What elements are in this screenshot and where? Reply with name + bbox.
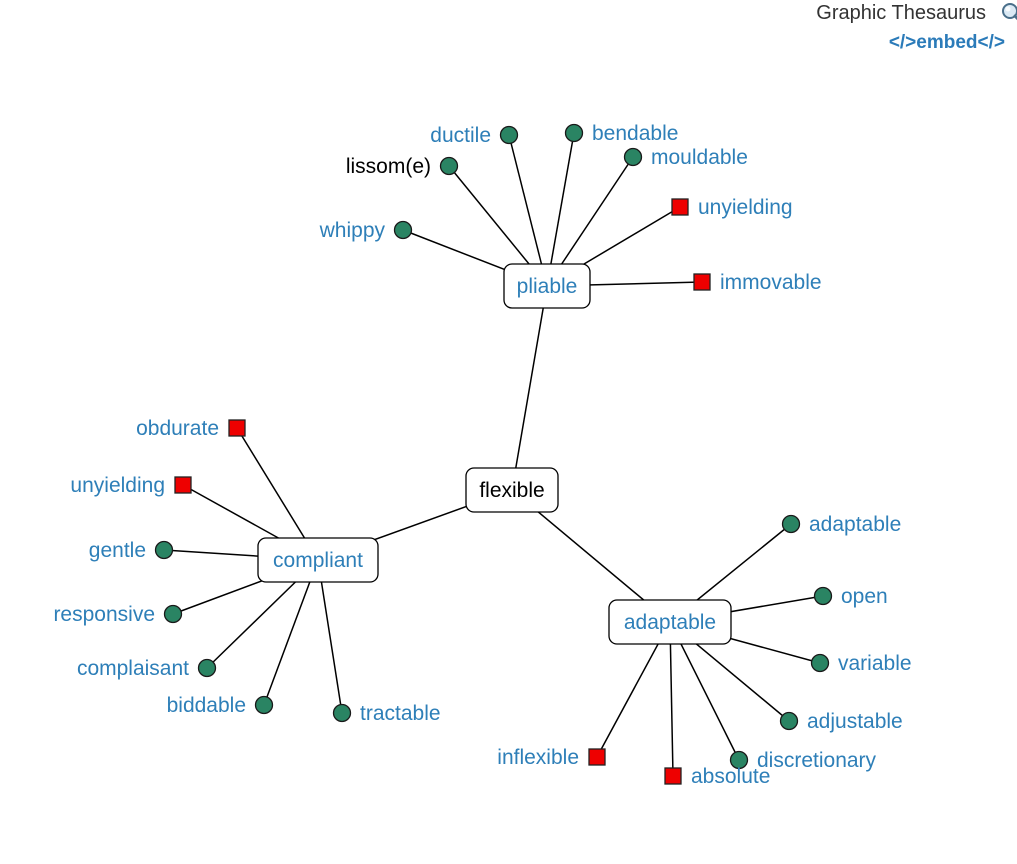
synonym-dot-icon[interactable]	[254, 695, 274, 715]
node-box[interactable]	[465, 467, 559, 513]
synonym-dot-icon[interactable]	[779, 711, 799, 731]
edge-compliant-6	[317, 559, 343, 714]
edge-compliant-5	[263, 559, 319, 706]
synonym-dot-icon[interactable]	[393, 220, 413, 240]
synonym-dot-icon[interactable]	[499, 125, 519, 145]
word-label[interactable]: unyielding	[70, 474, 165, 497]
edges-layer	[163, 132, 824, 777]
word-label[interactable]: mouldable	[651, 146, 748, 169]
word-label[interactable]: gentle	[89, 539, 146, 562]
synonym-dot-icon[interactable]	[729, 750, 749, 770]
node-pliable[interactable]: pliable	[503, 263, 591, 309]
edge-root-pliable	[511, 285, 548, 491]
synonym-dot-icon[interactable]	[564, 123, 584, 143]
synonym-dot-icon[interactable]	[154, 540, 174, 560]
antonym-square-icon[interactable]	[228, 419, 246, 437]
antonym-square-icon[interactable]	[174, 476, 192, 494]
node-label[interactable]: adaptable	[624, 611, 716, 634]
edge-adaptable-5	[669, 621, 674, 777]
header: Graphic Thesaurus </>embed</>	[757, 0, 1017, 60]
brand-title[interactable]: Graphic Thesaurus	[816, 2, 986, 24]
word-label[interactable]: immovable	[720, 271, 822, 294]
synonym-dot-icon[interactable]	[332, 703, 352, 723]
node-box[interactable]	[257, 537, 379, 583]
node-label[interactable]: pliable	[517, 275, 578, 298]
magnifier-icon[interactable]	[1001, 2, 1017, 24]
word-label[interactable]: biddable	[167, 694, 246, 717]
synonym-dot-icon[interactable]	[810, 653, 830, 673]
word-label[interactable]: ductile	[430, 124, 491, 147]
word-label[interactable]: unyielding	[698, 196, 793, 219]
synonym-dot-icon[interactable]	[623, 147, 643, 167]
antonym-square-icon[interactable]	[664, 767, 682, 785]
word-label[interactable]: whippy	[319, 219, 386, 242]
antonym-square-icon[interactable]	[588, 748, 606, 766]
edge-pliable-2	[508, 134, 548, 287]
embed-link[interactable]: </>embed</>	[888, 32, 1005, 53]
edge-pliable-3	[546, 132, 575, 287]
word-label[interactable]: lissom(e)	[346, 155, 431, 178]
word-label[interactable]: variable	[838, 652, 912, 675]
synonym-dot-icon[interactable]	[781, 514, 801, 534]
antonym-square-icon[interactable]	[693, 273, 711, 291]
node-label[interactable]: flexible	[479, 479, 544, 502]
word-label[interactable]: open	[841, 585, 888, 608]
node-box[interactable]	[503, 263, 591, 309]
synonym-dot-icon[interactable]	[439, 156, 459, 176]
word-label[interactable]: complaisant	[77, 657, 189, 680]
word-label[interactable]: obdurate	[136, 417, 219, 440]
word-label[interactable]: adaptable	[809, 513, 901, 536]
word-label[interactable]: absolute	[691, 765, 770, 788]
node-adaptable[interactable]: adaptable	[608, 599, 732, 645]
antonym-square-icon[interactable]	[671, 198, 689, 216]
word-label[interactable]: bendable	[592, 122, 678, 145]
word-label[interactable]: inflexible	[497, 746, 579, 769]
synonym-dot-icon[interactable]	[813, 586, 833, 606]
node-box[interactable]	[608, 599, 732, 645]
word-label[interactable]: discretionary	[757, 749, 877, 772]
word-label[interactable]: responsive	[53, 603, 155, 626]
edge-adaptable-4	[669, 621, 740, 761]
nodes-layer: flexible pliable compliant adaptable	[257, 263, 732, 645]
node-compliant[interactable]: compliant	[257, 537, 379, 583]
markers-layer	[154, 123, 833, 785]
node-flexible[interactable]: flexible	[465, 467, 559, 513]
synonym-dot-icon[interactable]	[163, 604, 183, 624]
word-label[interactable]: tractable	[360, 702, 441, 725]
word-label[interactable]: adjustable	[807, 710, 903, 733]
synonym-dot-icon[interactable]	[197, 658, 217, 678]
node-label[interactable]: compliant	[273, 549, 363, 572]
